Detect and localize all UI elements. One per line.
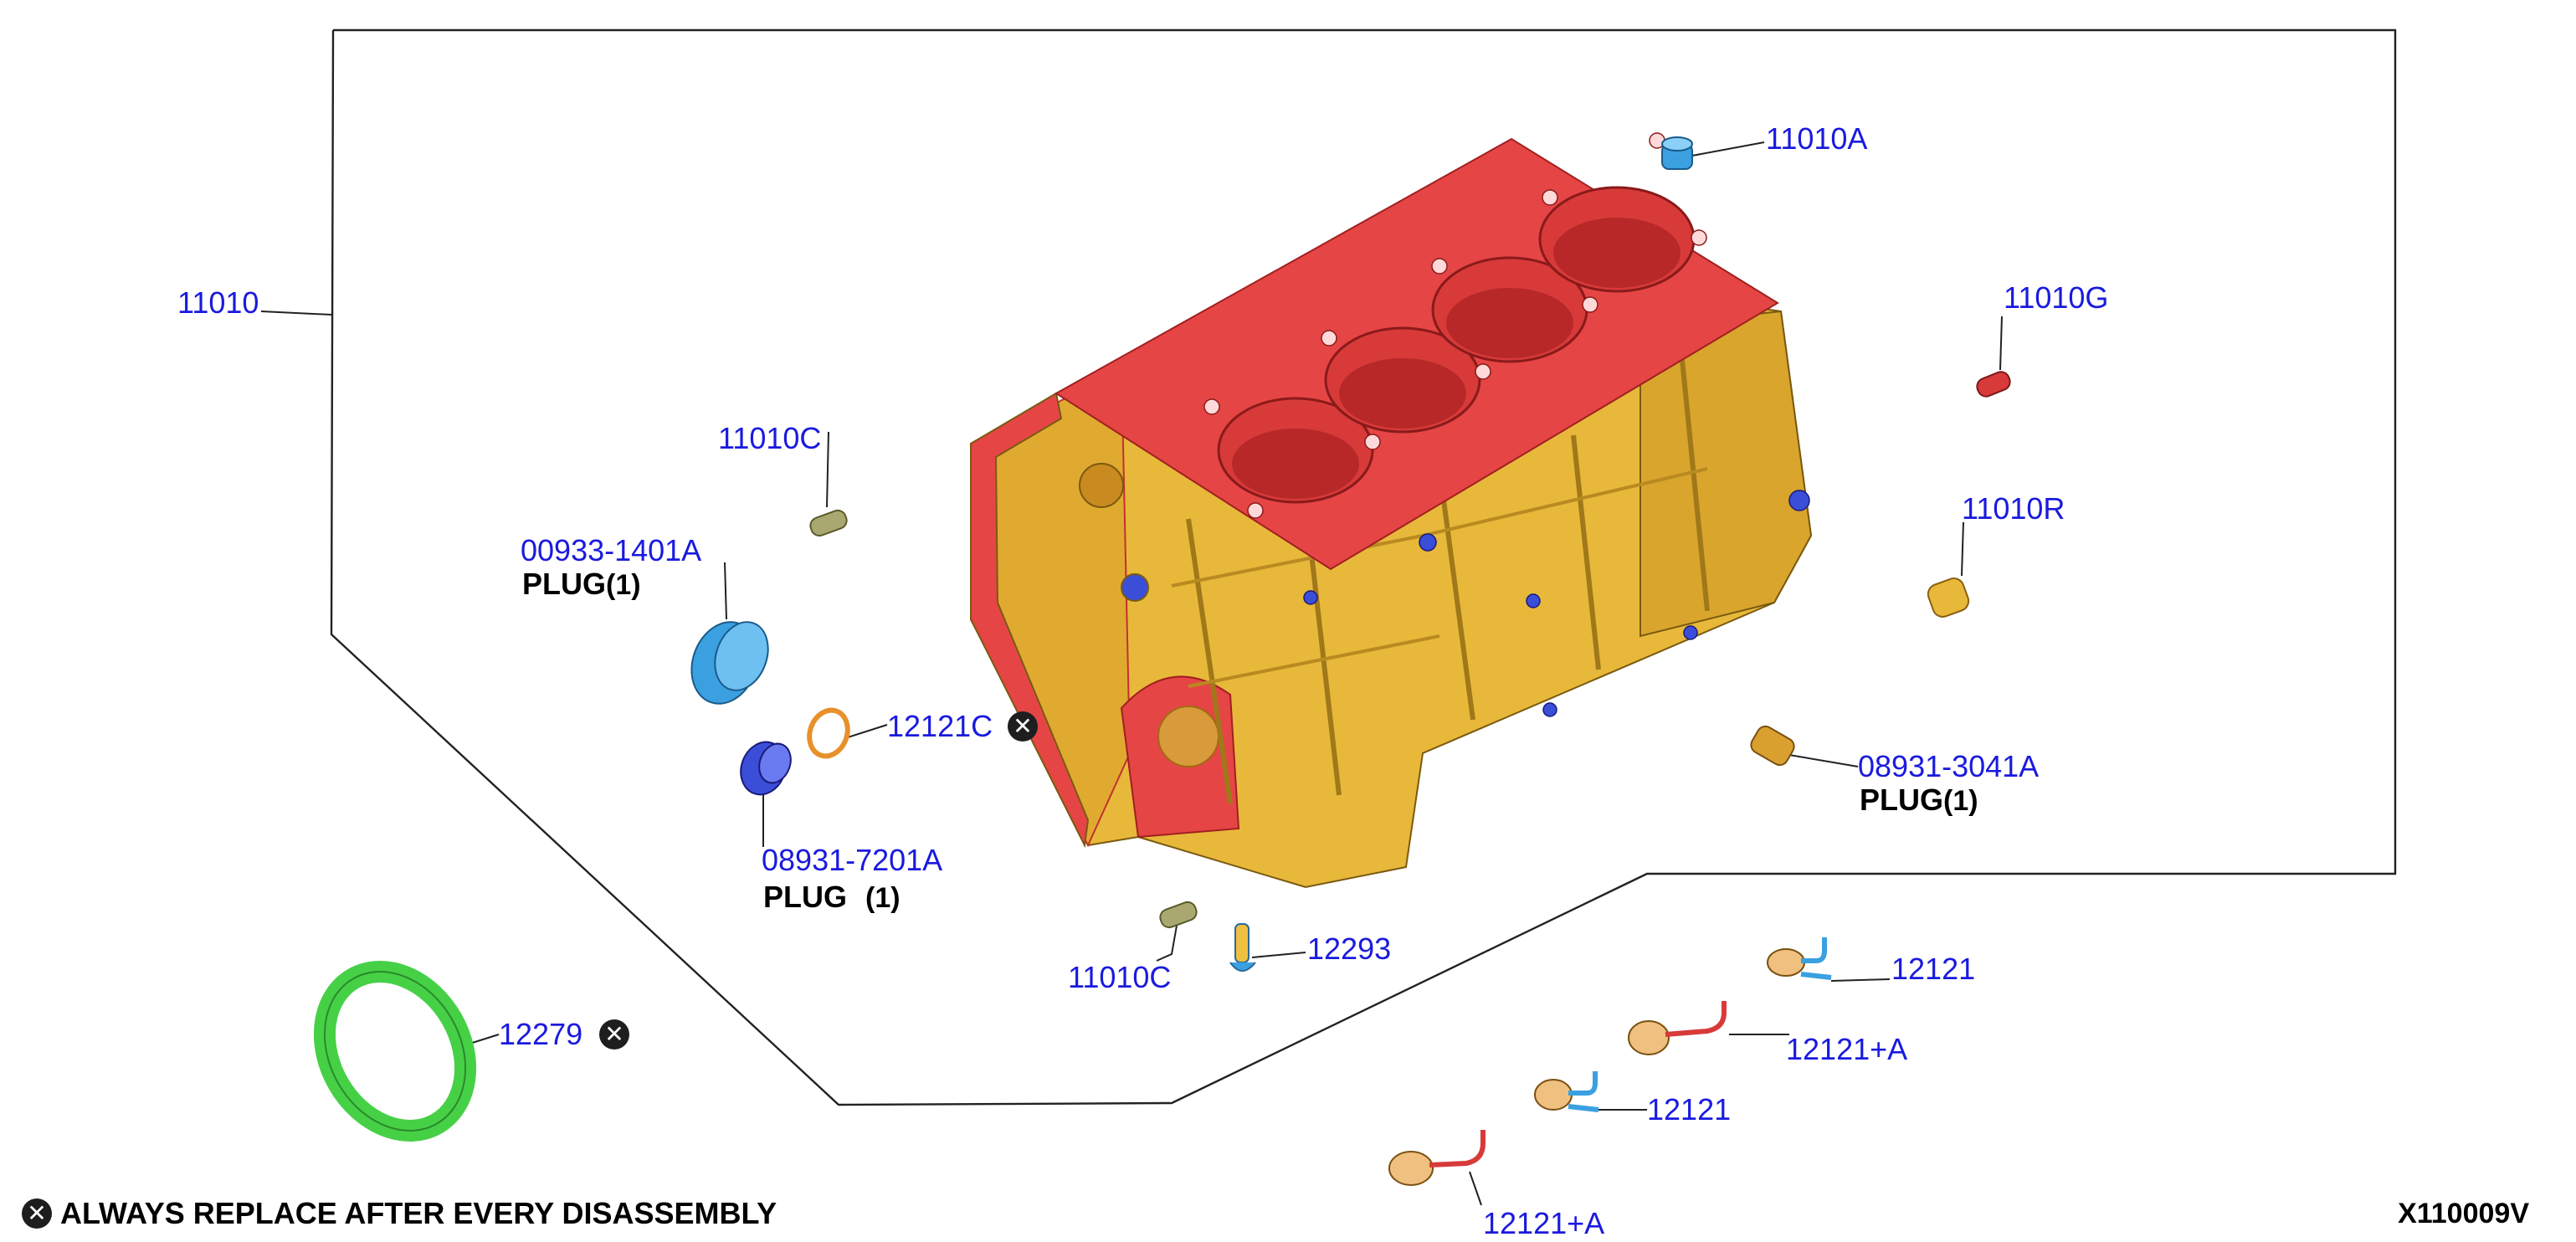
leader-11010A [1691,141,1765,157]
part-12121A-a [1628,1001,1727,1055]
part-08931-7201A [740,741,792,796]
callout-11010G[interactable]: 11010G [2004,280,2109,315]
assembly-boundary [330,28,2397,1106]
leader-11010R [1961,521,1964,577]
plug-label: PLUG [763,880,848,914]
callout-12279[interactable]: 12279 [499,1017,583,1051]
part-00933-1401A [690,621,769,705]
cylinder-block [969,132,1813,889]
leader-11010G [1999,316,2003,371]
replace-mark-icon: ✕ [22,1198,52,1229]
leader-12121-a [1830,978,1891,982]
part-12121-a [1767,937,1832,980]
callout-11010A[interactable]: 11010A [1766,121,1868,156]
leader-00933 [724,562,727,620]
plug-qty-08931-7201A: PLUG (1) [763,880,901,915]
part-12121-b [1534,1071,1599,1112]
leader-08931-3041 [1778,752,1859,767]
leader-lines [260,141,2003,1206]
callout-11010C-top[interactable]: 11010C [718,421,822,455]
replace-mark-icon: ✕ [599,1019,629,1050]
part-11010R [1927,577,1970,618]
part-11010C-top [809,509,848,537]
replace-note-text: ALWAYS REPLACE AFTER EVERY DISASSEMBLY [60,1196,777,1230]
part-12293 [1229,923,1256,972]
replace-note: ✕ ALWAYS REPLACE AFTER EVERY DISASSEMBLY [22,1195,777,1232]
callout-11010R[interactable]: 11010R [1962,491,2065,526]
callout-12121-b[interactable]: 12121 [1647,1092,1732,1127]
part-08931-3041A [1750,725,1795,767]
callout-08931-3041A[interactable]: 08931-3041A [1858,749,2040,783]
callout-08931-7201A[interactable]: 08931-7201A [762,843,943,877]
leader-11010C-bottom [1156,925,1178,962]
callout-12121C[interactable]: 12121C [887,709,993,743]
leader-12121A-b [1469,1171,1482,1206]
plug-label: PLUG [1860,783,1944,817]
callout-11010C-bottom[interactable]: 11010C [1068,960,1172,994]
plug-qty-00933: PLUG(1) [522,567,641,602]
plug-qty: (1) [865,882,901,914]
part-12121C [807,707,850,759]
replace-mark-icon: ✕ [1008,711,1038,742]
figure-code: X110009V [2398,1198,2529,1229]
callout-12293[interactable]: 12293 [1307,932,1392,966]
part-12121A-b [1388,1130,1486,1186]
callout-11010[interactable]: 11010 [177,285,259,320]
leader-11010C-top [826,431,829,508]
leader-12293 [1251,952,1306,958]
plug-qty-08931-3041A: PLUG(1) [1860,783,1978,818]
part-11010G [1976,371,2011,398]
callout-12121A-b[interactable]: 12121+A [1483,1206,1605,1240]
part-11010A [1661,136,1693,170]
plug-qty: (1) [1943,785,1978,817]
plug-qty: (1) [606,569,641,601]
part-12279 [313,961,477,1142]
plug-label: PLUG [522,567,607,601]
leader-11010 [260,310,332,316]
callout-12121-a[interactable]: 12121 [1891,952,1976,986]
leader-12121C [844,724,888,739]
part-11010C-bottom [1159,901,1198,929]
callout-00933-1401A[interactable]: 00933-1401A [521,533,702,567]
callout-12121A-a[interactable]: 12121+A [1786,1032,1908,1066]
